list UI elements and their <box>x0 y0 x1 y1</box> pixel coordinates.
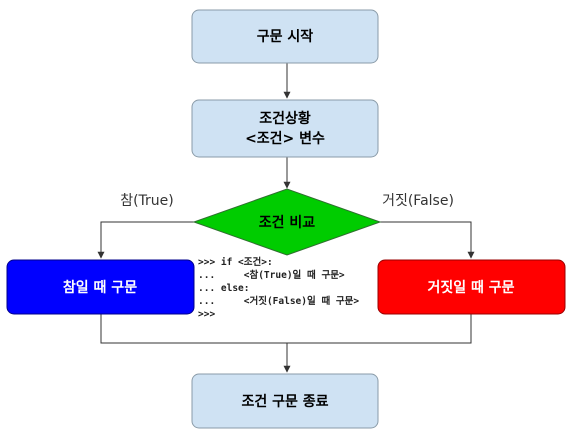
start-node: 구문 시작 <box>191 9 379 64</box>
code-line-5: >>> <box>198 309 215 320</box>
false-box-label: 거짓일 때 구문 <box>427 279 514 296</box>
end-box <box>191 373 379 429</box>
code-snippet: >>> if <조건>: ... <참(True)일 때 구문> ... els… <box>198 256 359 320</box>
false-box <box>377 259 566 315</box>
end-node: 조건 구문 종료 <box>191 373 379 429</box>
true-box <box>6 259 195 315</box>
decision-diamond <box>192 188 382 256</box>
true-box-label: 참일 때 구문 <box>63 280 137 296</box>
line-false-to-merge <box>287 314 472 344</box>
condition-node: 조건상황 <조건> 변수 <box>191 99 379 158</box>
arrow-decision-to-true <box>97 221 194 259</box>
false-node: 거짓일 때 구문 <box>377 259 566 315</box>
line-true-to-merge <box>100 314 287 344</box>
code-line-3: ... else: <box>198 283 249 294</box>
start-box <box>191 9 379 64</box>
code-line-2: ... <참(True)일 때 구문> <box>198 269 345 281</box>
code-line-1: >>> if <조건>: <box>198 256 273 268</box>
decision-node: 조건 비교 <box>192 188 382 256</box>
true-branch-label: 참(True) <box>120 193 174 209</box>
code-line-4: ... <거짓(False)일 때 구문> <box>198 295 359 307</box>
arrow-decision-to-false <box>380 221 475 259</box>
connectors <box>97 63 475 373</box>
end-label: 조건 구문 종료 <box>241 393 328 410</box>
decision-label: 조건 비교 <box>259 214 316 231</box>
condition-box <box>191 99 379 158</box>
start-label: 구문 시작 <box>257 28 314 45</box>
true-node: 참일 때 구문 <box>6 259 195 315</box>
condition-label-line2: <조건> 변수 <box>245 130 325 147</box>
false-branch-label: 거짓(False) <box>382 193 454 209</box>
condition-label-line1: 조건상황 <box>259 110 311 127</box>
